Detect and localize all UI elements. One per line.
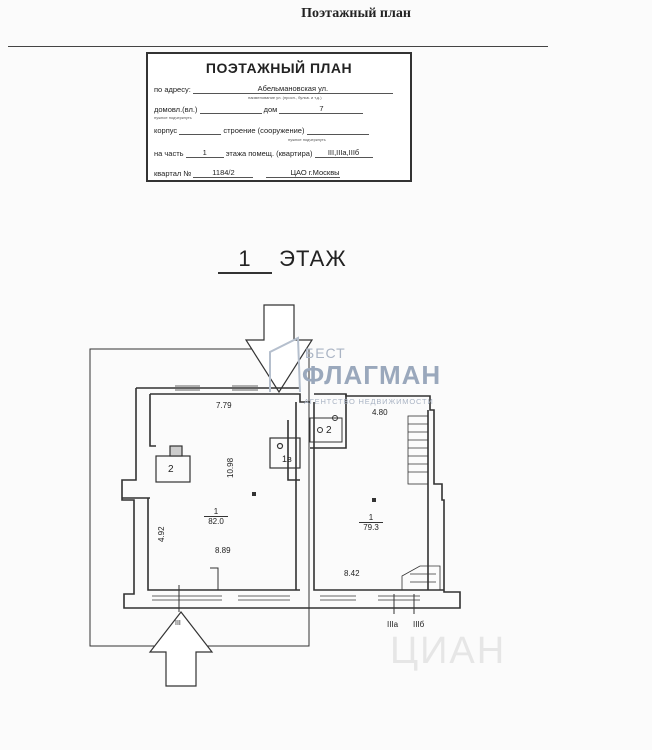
address-label: по адресу: bbox=[154, 85, 191, 94]
room-1v: 1в bbox=[282, 454, 292, 464]
address-value: Абельмановская ул. bbox=[192, 84, 393, 94]
left-bottom-windows bbox=[152, 595, 290, 601]
dim-top-right: 4.80 bbox=[372, 408, 388, 417]
room-2-right: 2 bbox=[326, 425, 332, 436]
part-label: на часть bbox=[154, 149, 184, 158]
part-value: 1 bbox=[185, 148, 224, 158]
room-right-label: 1 79.3 bbox=[359, 513, 383, 532]
building-label: строение (сооружение) bbox=[223, 126, 305, 135]
floor-value: III,IIIа,IIIб bbox=[314, 148, 373, 158]
top-divider bbox=[8, 46, 548, 47]
right-staircase bbox=[407, 415, 429, 485]
watermark-line-1: БЕСТ bbox=[305, 345, 346, 361]
dom-label: дом bbox=[263, 105, 278, 114]
block-value: 1184/2 bbox=[193, 168, 254, 178]
floor-label: этажа помещ. (квартира) bbox=[225, 149, 313, 158]
room-left-number: 1 bbox=[204, 507, 228, 517]
entrance-iiia: IIIа bbox=[387, 620, 399, 629]
document-heading: Поэтажный план bbox=[301, 6, 411, 21]
room-right-number: 1 bbox=[359, 513, 383, 523]
address-hint: наименование ул. (просп., бульв. и т.д.) bbox=[248, 95, 322, 100]
dim-top-left: 7.79 bbox=[216, 401, 232, 410]
korpus-row: корпус строение (сооружение) bbox=[154, 126, 369, 135]
room-left-area: 82.0 bbox=[208, 517, 224, 526]
watermark-house-icon bbox=[269, 336, 301, 393]
block-row: квартал № 1184/2 ЦАО г.Москвы bbox=[154, 168, 340, 178]
wc-room bbox=[269, 437, 301, 469]
dim-bottom-right: 8.42 bbox=[344, 569, 360, 578]
column-marker bbox=[252, 492, 256, 496]
entrance-iiib: IIIб bbox=[413, 620, 425, 629]
dim-outer-vertical: 4.92 bbox=[157, 526, 166, 542]
house-row: домовл.(вл.) дом 7 bbox=[154, 104, 364, 114]
right-bottom-windows bbox=[320, 595, 420, 601]
room-left-label: 1 82.0 bbox=[204, 507, 228, 526]
korpus-label: корпус bbox=[154, 126, 178, 135]
entrance-arrow-icon bbox=[148, 611, 214, 687]
district-value: ЦАО г.Москвы bbox=[265, 168, 340, 178]
dim-inner-vertical: 10.98 bbox=[226, 457, 235, 478]
room-2-left: 2 bbox=[168, 464, 174, 475]
floor-title: 1 ЭТАЖ bbox=[218, 246, 347, 274]
address-row: по адресу: Абельмановская ул. bbox=[154, 84, 393, 94]
partition-mark bbox=[210, 567, 219, 590]
floor-number: 1 bbox=[218, 246, 272, 274]
block-label: квартал № bbox=[154, 169, 192, 178]
left-top-windows bbox=[175, 385, 258, 391]
left-unit-walls bbox=[121, 387, 314, 609]
part-row: на часть 1 этажа помещ. (квартира) III,I… bbox=[154, 148, 373, 158]
watermark-brand: ФЛАГМАН bbox=[302, 360, 442, 390]
dom-value: 7 bbox=[279, 104, 364, 114]
house-hint: нужное подчеркнуть bbox=[154, 115, 192, 120]
entrance-ticks bbox=[178, 585, 415, 614]
watermark-tagline: АГЕНТСТВО НЕДВИЖИМОСТИ bbox=[304, 397, 434, 406]
watermark-corner: ЦИАН bbox=[390, 630, 507, 672]
left-small-room bbox=[155, 445, 191, 483]
right-unit-walls bbox=[310, 393, 461, 609]
floor-word: ЭТАЖ bbox=[279, 246, 347, 271]
right-small-room bbox=[309, 415, 343, 443]
dim-bottom-left: 8.89 bbox=[215, 546, 231, 555]
corner-stairs bbox=[401, 565, 441, 590]
room-right-area: 79.3 bbox=[363, 523, 379, 532]
house-label: домовл.(вл.) bbox=[154, 105, 198, 114]
title-stamp: ПОЭТАЖНЫЙ ПЛАН по адресу: Абельмановская… bbox=[146, 52, 412, 182]
stamp-title: ПОЭТАЖНЫЙ ПЛАН bbox=[205, 60, 353, 76]
column-marker-right bbox=[372, 498, 376, 502]
building-hint: нужное подчеркнуть bbox=[288, 137, 326, 142]
entrance-iii: III bbox=[175, 620, 181, 627]
